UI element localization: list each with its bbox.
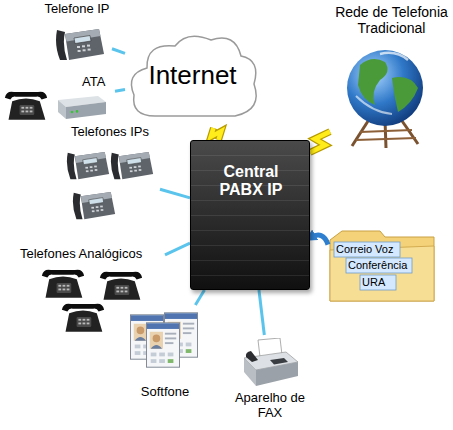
ip-phone-icon (56, 29, 104, 60)
server-box: Central PABX IP (190, 140, 310, 290)
fax-icon (244, 338, 298, 386)
analog-phones-icon (42, 270, 142, 332)
node-label: Conferência (348, 259, 418, 272)
connector-line (195, 290, 204, 305)
connector-path (310, 132, 330, 153)
connector-path (195, 290, 204, 305)
connector-line (165, 243, 190, 255)
node-label: Telefones IPs (60, 125, 160, 140)
node-label: URA (362, 276, 402, 289)
connector-path (160, 189, 190, 198)
ata-adapter-icon (58, 96, 106, 119)
connector-line (259, 290, 264, 335)
node-label: Softfone (125, 385, 205, 400)
device-group: Softfone (125, 305, 205, 405)
node-label: ATA (82, 75, 115, 90)
node-label: Central PABX IP (206, 163, 296, 200)
device-group: Telefone IP (42, 0, 112, 72)
connector-path (259, 290, 264, 335)
lightning-link (310, 132, 330, 153)
device-group: Aparelho de FAX (230, 335, 310, 430)
device-group: Telefones Analógicos (15, 245, 165, 335)
node-label: Telefone IP (42, 2, 112, 17)
device-group: ATA (0, 75, 115, 127)
globe-icon (347, 50, 423, 148)
connector-path (112, 49, 125, 54)
device-group: Telefones IPs (60, 125, 160, 225)
connector-path (211, 128, 222, 140)
folder-box: Correio VozConferênciaURA (328, 228, 438, 303)
lightning-outline (310, 132, 330, 153)
analog-phone-icon (5, 92, 47, 120)
lightning-outline (211, 128, 222, 140)
connector-path (310, 235, 328, 245)
connector-path (115, 90, 125, 92)
connector-line (115, 90, 125, 92)
network-group: Rede de Telefonia Tradicional (330, 0, 453, 135)
node-label: Telefones Analógicos (20, 247, 165, 262)
lightning-link (211, 128, 222, 140)
node-label: Internet (125, 61, 260, 91)
service-arrow (310, 235, 328, 245)
folder-icon (330, 231, 434, 301)
connector-line (160, 189, 190, 198)
node-label: Aparelho de FAX (230, 391, 310, 421)
ip-phones-icon (67, 152, 153, 219)
connector-path (165, 243, 190, 255)
cloud-shape: Internet (125, 28, 260, 128)
softphone-icon (130, 313, 197, 367)
node-label: Correio Voz (336, 243, 406, 256)
node-label: Rede de Telefonia Tradicional (330, 4, 453, 36)
connector-line (112, 49, 125, 54)
